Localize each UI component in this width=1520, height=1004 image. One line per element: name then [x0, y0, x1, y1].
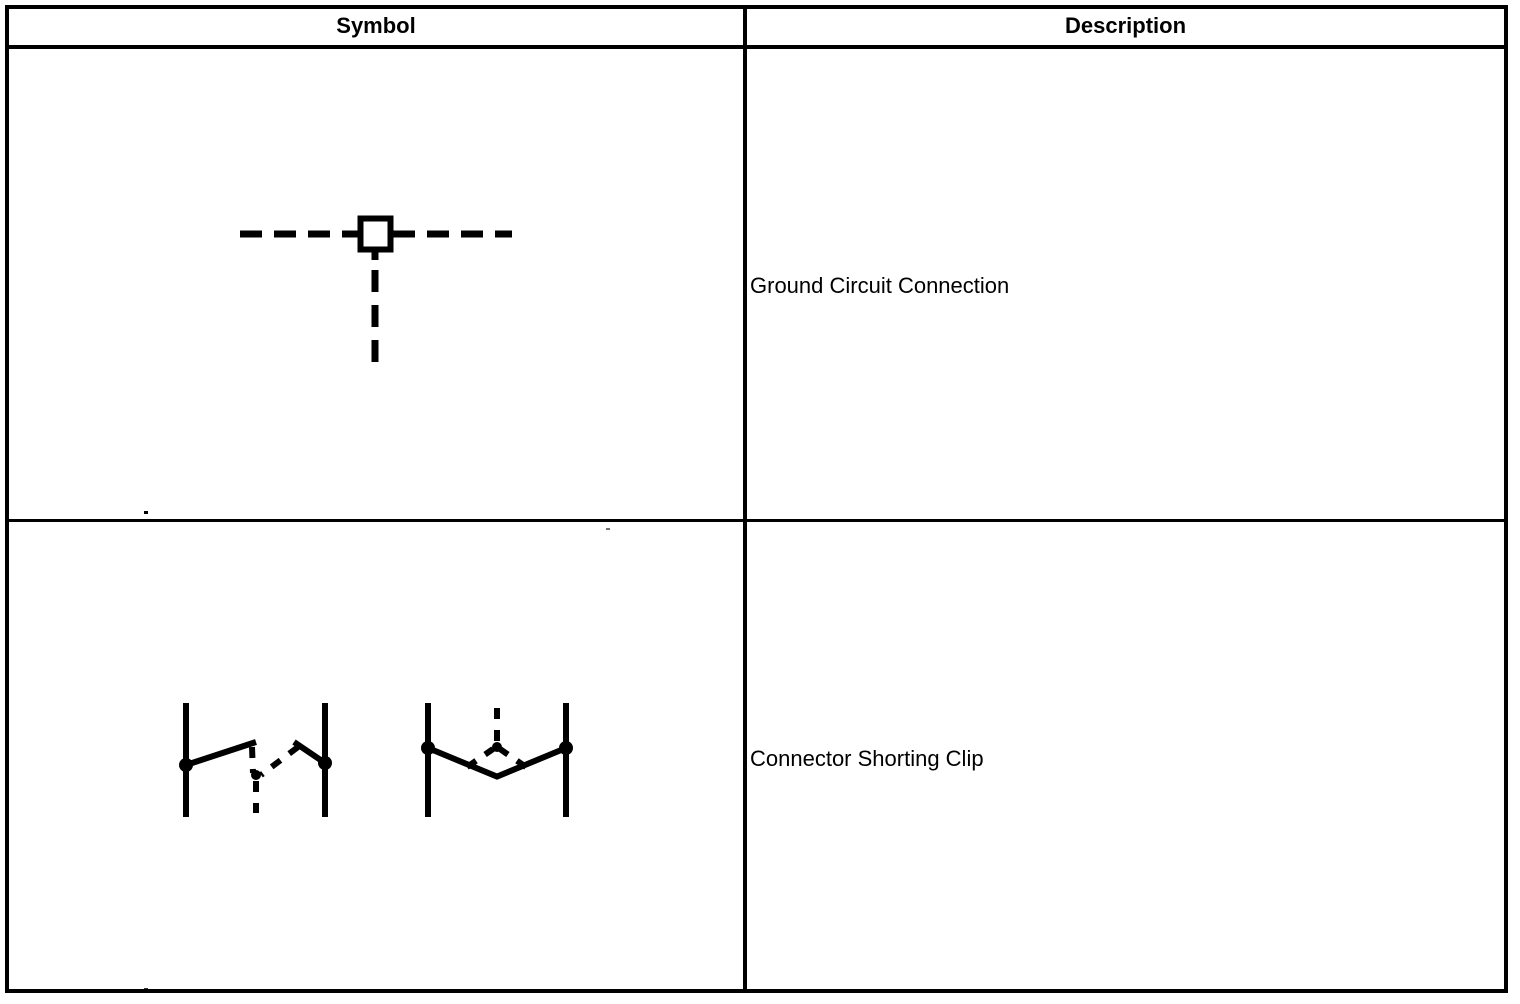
clip-down-orientation — [421, 703, 573, 817]
clip-up-orientation — [179, 703, 332, 817]
column-divider-rule — [743, 5, 747, 993]
header-bottom-rule — [5, 45, 1508, 49]
clip2-right-dashed-leg — [498, 746, 528, 770]
description-connector-shorting-clip: Connector Shorting Clip — [750, 746, 984, 771]
scan-artifact-dot — [144, 511, 148, 514]
description-ground-circuit-connection: Ground Circuit Connection — [750, 273, 1010, 298]
clip-left-dashed-leg — [249, 746, 256, 774]
ground-terminal-square — [357, 215, 394, 253]
clip2-left-dashed-leg — [465, 746, 495, 770]
scan-artifact-dot — [606, 528, 610, 530]
ground-circuit-symbol-svg — [240, 215, 512, 364]
clip-left-arm-solid — [185, 739, 257, 768]
scan-artifact-dot — [144, 988, 148, 991]
connector-shorting-clip-symbol — [160, 685, 610, 835]
row-divider-rule — [5, 519, 1508, 522]
clip-junction-node — [251, 770, 261, 780]
clip2-left-arm-solid — [426, 745, 500, 780]
clip-right-arm-solid — [292, 739, 327, 766]
clip-right-dashed-leg — [259, 744, 300, 778]
connector-shorting-clip-svg — [179, 703, 573, 817]
clip2-junction-node — [492, 742, 502, 752]
ground-circuit-connection-symbol — [220, 190, 540, 390]
column-header-description: Description — [1064, 13, 1187, 38]
symbol-description-table — [5, 5, 1508, 993]
clip2-right-arm-solid — [494, 745, 568, 780]
column-header-symbol: Symbol — [336, 13, 416, 38]
